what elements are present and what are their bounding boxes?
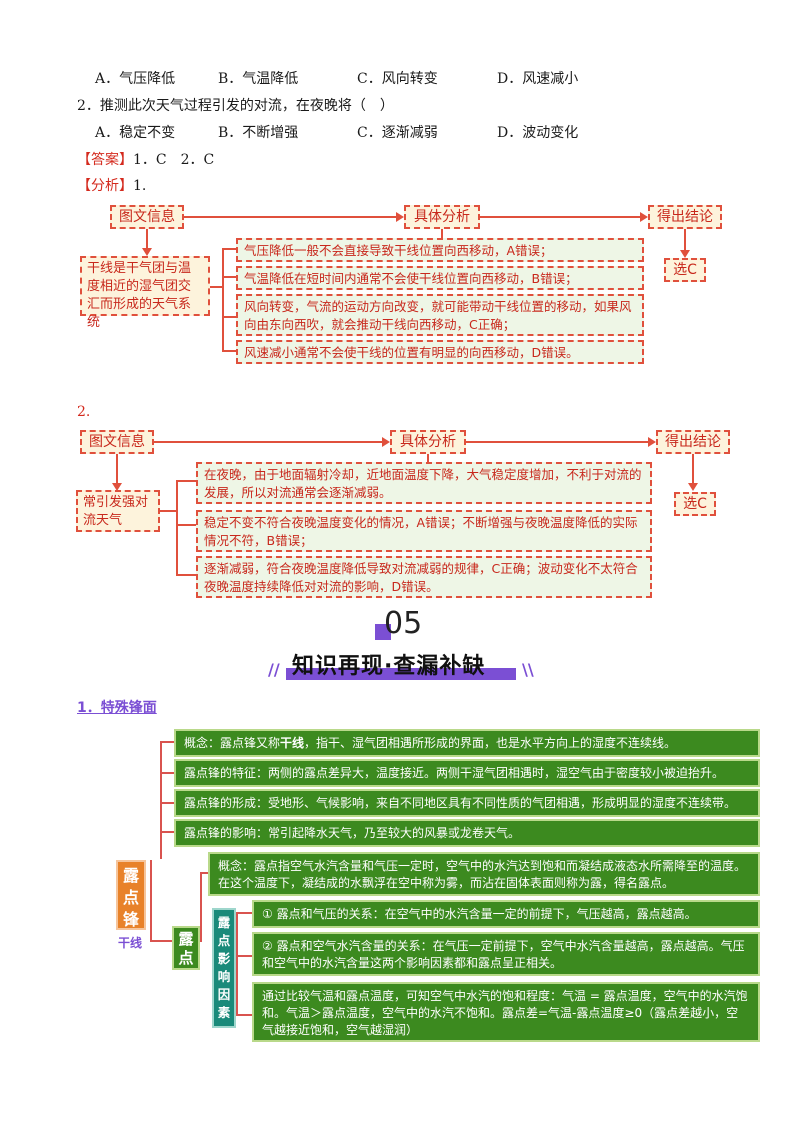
answer-label: 【答案】 — [77, 152, 133, 168]
tree-branch — [150, 940, 172, 942]
factor-vapor-box: ② 露点和空气水汽含量的关系：在气压一定前提下，空气中水汽含量越高，露点越高。气… — [252, 932, 760, 976]
tree-branch — [236, 1014, 252, 1016]
dew-concept-box: 概念：露点指空气水汽含量和气压一定时，空气中的水汽达到饱和而凝结成液态水所需降至… — [208, 852, 760, 896]
flow2-arrow-1 — [154, 441, 382, 443]
flow2-branch-1 — [176, 480, 196, 482]
flow1-downhead-3 — [680, 250, 690, 258]
concept-bold-term: 干线 — [280, 736, 305, 750]
flow1-header-analysis: 具体分析 — [404, 205, 480, 229]
flow2-header-analysis: 具体分析 — [390, 430, 466, 454]
tree-branch — [160, 772, 174, 774]
q2-stem: 2．推测此次天气过程引发的对流，在夜晚将（ ） — [77, 98, 394, 114]
flow2-branch-3 — [176, 574, 196, 576]
root-subtitle: 干线 — [118, 936, 143, 950]
answer-line: 【答案】1．C 2．C — [77, 149, 214, 169]
flow2-down-1 — [116, 454, 118, 484]
dew-point-node: 露点 — [172, 926, 200, 970]
flow2-branch-spine — [176, 480, 178, 576]
tree-spine-factors — [236, 912, 238, 1016]
feature-box: 露点锋的特征：两侧的露点差异大，温度接近。两侧干湿气团相遇时，湿空气由于密度较小… — [174, 759, 760, 787]
section-slash-left: // — [268, 660, 280, 679]
flow1-arrow-1 — [184, 216, 396, 218]
root-node: 露点锋 — [116, 860, 146, 930]
factor-pressure-box: ① 露点和气压的关系：在空气中的水汽含量一定的前提下，气压越高，露点越高。 — [252, 900, 760, 928]
factors-node: 露点影响因素 — [212, 908, 236, 1028]
flow1-arrowhead-1 — [396, 212, 404, 222]
q2-option-a: A．稳定不变 — [95, 125, 176, 141]
factor-saturation-box: 通过比较气温和露点温度，可知空气中水汽的饱和程度：气温 = 露点温度，空气中的水… — [252, 982, 760, 1042]
q2-option-c: C．逐渐减弱 — [357, 125, 438, 141]
flow2-down-3 — [692, 454, 694, 484]
q1-option-c: C．风向转变 — [357, 71, 438, 87]
flow1-downhead-1 — [142, 248, 152, 256]
tree-branch — [236, 912, 252, 914]
flow1-item-c: 风向转变，气流的运动方向改变，就可能带动干线位置的移动，如果风向由东向西吹，就会… — [236, 294, 644, 336]
flow1-info-box: 干线是干气团与温度相近的湿气团交汇而形成的天气系统 — [80, 256, 210, 330]
section-slash-right: \\ — [522, 660, 534, 679]
tree-spine-top — [160, 741, 162, 857]
concept-box: 概念：露点锋又称干线，指干、湿气团相遇所形成的界面，也是水平方向上的湿度不连续线… — [174, 729, 760, 757]
flow2-arrowhead-1 — [382, 437, 390, 447]
flow2-branch-stem — [160, 510, 176, 512]
flow2-result: 选C — [674, 492, 716, 516]
flow1-header-info: 图文信息 — [110, 205, 184, 229]
flow2-item-2: 稳定不变不符合夜晚温度变化的情况，A错误；不断增强与夜晚温度降低的实际情况不符，… — [196, 510, 652, 552]
section-title: 知识再现·查漏补缺 — [292, 654, 486, 679]
flow2-downhead-1 — [112, 483, 122, 491]
flow1-item-d: 风速减小通常不会使干线的位置有明显的向西移动，D错误。 — [236, 340, 644, 364]
formation-box: 露点锋的形成：受地形、气候影响，来自不同地区具有不同性质的气团相遇，形成明显的湿… — [174, 789, 760, 817]
flow1-result: 选C — [664, 258, 706, 282]
tree-branch — [160, 831, 174, 833]
analysis-number: 1. — [133, 178, 147, 194]
section-title-underline — [286, 668, 516, 680]
q2-option-b: B．不断增强 — [218, 125, 299, 141]
flow2-down-2 — [427, 454, 429, 462]
subhead-special-front: 1．特殊锋面 — [77, 700, 157, 716]
q2-option-d: D．波动变化 — [497, 125, 579, 141]
influence-box: 露点锋的影响：常引起降水天气，乃至较大的风暴或龙卷天气。 — [174, 819, 760, 847]
flow2-branch-2 — [176, 524, 196, 526]
concept-text: 概念：露点锋又称干线，指干、湿气团相遇所形成的界面，也是水平方向上的湿度不连续线… — [184, 736, 677, 750]
tree-branch — [236, 955, 252, 957]
q1-option-d: D．风速减小 — [497, 71, 579, 87]
answer-text: 1．C 2．C — [133, 152, 215, 168]
flow2-number: 2. — [77, 404, 91, 420]
flow1-item-b: 气温降低在短时间内通常不会使干线位置向西移动，B错误； — [236, 266, 644, 290]
flow1-arrowhead-2 — [640, 212, 648, 222]
flow1-branch-spine — [222, 248, 224, 352]
section-number-block — [375, 624, 391, 640]
q1-option-b: B．气温降低 — [218, 71, 299, 87]
flow2-item-3: 逐渐减弱，符合夜晚温度降低导致对流减弱的规律，C正确；波动变化不太符合夜晚温度持… — [196, 556, 652, 598]
flow2-downhead-3 — [688, 483, 698, 491]
flow1-branch-3 — [222, 316, 236, 318]
flow1-branch-4 — [222, 350, 236, 352]
flow2-info-box: 常引发强对流天气 — [76, 490, 160, 532]
tree-connector — [150, 860, 152, 940]
flow1-item-a: 气压降低一般不会直接导致干线位置向西移动，A错误； — [236, 238, 644, 262]
tree-branch — [160, 741, 174, 743]
section-number: 05 — [384, 606, 423, 641]
flow1-branch-stem — [210, 286, 222, 288]
flow1-header-conclusion: 得出结论 — [648, 205, 722, 229]
tree-branch — [160, 802, 174, 804]
flow1-down-2 — [441, 229, 443, 238]
flow2-arrowhead-2 — [648, 437, 656, 447]
flow1-branch-1 — [222, 248, 236, 250]
analysis-label: 【分析】 — [77, 178, 133, 194]
flow2-arrow-2 — [466, 441, 648, 443]
tree-spine-dew — [200, 872, 202, 942]
flow2-header-conclusion: 得出结论 — [656, 430, 730, 454]
flow2-header-info: 图文信息 — [80, 430, 154, 454]
tree-branch — [200, 872, 208, 874]
flow2-item-1: 在夜晚，由于地面辐射冷却，近地面温度下降，大气稳定度增加，不利于对流的发展，所以… — [196, 462, 652, 504]
flow1-down-3 — [684, 229, 686, 251]
flow1-arrow-2 — [480, 216, 640, 218]
tree-branch — [160, 855, 162, 859]
analysis-line: 【分析】1. — [77, 175, 146, 195]
q1-option-a: A．气压降低 — [95, 71, 176, 87]
flow1-branch-2 — [222, 276, 236, 278]
flow1-down-1 — [146, 229, 148, 249]
